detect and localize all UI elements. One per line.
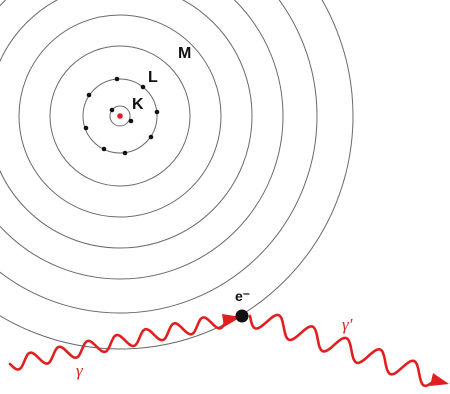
- l-electron: [115, 77, 120, 82]
- incident-photon-label: γ: [76, 361, 84, 380]
- shell-label-m: M: [178, 45, 191, 62]
- shell-orbit-7: [0, 0, 317, 313]
- l-electron: [149, 135, 154, 140]
- l-electron: [84, 126, 89, 131]
- shell-label-l: L: [148, 69, 158, 86]
- l-electron: [102, 147, 107, 152]
- nucleus: [117, 113, 123, 119]
- shell-label-k: K: [132, 96, 144, 113]
- target-electron: [236, 310, 249, 323]
- l-electron: [87, 93, 92, 98]
- l-electron: [141, 85, 146, 90]
- l-electron: [155, 110, 160, 115]
- shell-orbit-6: [0, 0, 283, 279]
- scattered-photon-arrowhead: [430, 373, 449, 386]
- atomic-shells: [0, 0, 353, 349]
- k-electron: [129, 119, 134, 124]
- electron-label: e⁻: [235, 288, 250, 304]
- l-electron: [123, 151, 128, 156]
- incident-photon-wave: [10, 318, 226, 370]
- k-electron: [110, 108, 115, 113]
- shell-orbit-8: [0, 0, 353, 349]
- scattered-photon-label: γ′: [342, 315, 353, 334]
